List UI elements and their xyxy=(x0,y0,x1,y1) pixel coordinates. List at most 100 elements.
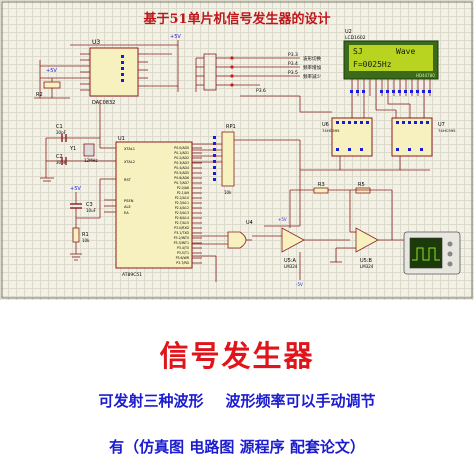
u3-dac0832: U3 DAC0832 xyxy=(80,39,148,106)
c1-ref: C1 xyxy=(56,124,63,130)
rp1-ref: RP1 xyxy=(226,124,236,130)
u3-ref: U3 xyxy=(92,39,100,46)
u2-model: LCD1602 xyxy=(345,35,366,41)
rp1-pullup: RP1 10k xyxy=(213,124,236,195)
u1-pin-label: P0.3/AD3 xyxy=(174,161,189,165)
u1-pin-label: P2.3/A11 xyxy=(175,201,189,205)
sheet-frame xyxy=(1,1,473,299)
u1-pin-label: P2.7/A15 xyxy=(175,221,189,225)
schematic-title: 基于51单片机信号发生器的设计 xyxy=(143,12,331,27)
top-rail: +5V xyxy=(70,34,181,92)
btn-pin-1: P3.3 xyxy=(288,52,298,58)
misc-traces xyxy=(99,95,332,282)
u1-pin-label: P0.1/AD1 xyxy=(174,151,189,155)
c1-value: 30pF xyxy=(56,130,67,135)
u1-pin-label: P3.6/WR xyxy=(176,256,190,260)
r1-ref: R1 xyxy=(82,232,89,238)
r3-ref: R3 xyxy=(318,182,325,188)
u1-pin-label: P3.7/RD xyxy=(176,261,189,265)
u1-pin-label: P3.5/T1 xyxy=(177,251,189,255)
lcd-line1-right: Wave xyxy=(396,47,415,56)
circuit-diagram: U3 DAC0832 +5V xyxy=(1,1,473,299)
button-array: P3.3 P3.4 P3.5 P3.6 波形切换 频率增加 频率减少 xyxy=(195,52,321,94)
u5a-triangle xyxy=(281,227,305,253)
u1-pin-label: P2.0/A8 xyxy=(177,186,189,190)
lcd-line1-left: SJ xyxy=(353,47,363,56)
feature-waveforms: 可发射三种波形 xyxy=(98,392,204,410)
product-title: 信号发生器 xyxy=(159,339,315,373)
u1-pin-label: P2.1/A9 xyxy=(177,191,189,195)
u1-pin-label: P2.5/A13 xyxy=(175,211,189,215)
u1-ref: U1 xyxy=(118,136,125,142)
lcd-u2: U2 LCD1602 SJ Wave F=0025Hz HD44780 xyxy=(343,29,439,96)
feature-line: 可发射三种波形 波形频率可以手动调节 xyxy=(0,390,474,411)
btn-label-2: 频率增加 xyxy=(303,64,321,71)
u1-pin-label: P3.0/RXD xyxy=(174,226,189,230)
vref-section: +5V R2 xyxy=(34,60,80,99)
y1-value: 12MHz xyxy=(84,158,98,163)
u1-pin-ale: ALE xyxy=(124,205,131,209)
c3-ref: C3 xyxy=(86,202,93,208)
u1-pin-label: P0.2/AD2 xyxy=(174,156,189,160)
vee-u5: -5V xyxy=(296,282,303,287)
u5b-model: LM324 xyxy=(360,264,374,269)
u1-pin-label: P3.2/INT0 xyxy=(174,236,189,240)
schematic-canvas: U3 DAC0832 +5V xyxy=(0,0,474,300)
u4-ref: U4 xyxy=(246,220,253,226)
r5-ref: R5 xyxy=(358,182,365,188)
reset-circuit: +5V C3 10uF R1 10k xyxy=(70,179,101,261)
oscillator: C1 30pF C2 30pF Y1 12MHz xyxy=(40,124,101,182)
u7-ref: U7 xyxy=(438,122,445,128)
u5b-ref: U5:B xyxy=(360,258,373,264)
u5a-model: LM324 xyxy=(284,264,298,269)
u1-pin-psen: PSEN xyxy=(124,199,134,203)
u1-pin-label: P2.2/A10 xyxy=(175,196,189,200)
u5a-ref: U5:A xyxy=(284,258,297,264)
oscilloscope-icon xyxy=(403,231,461,275)
btn-pin-2: P3.4 xyxy=(288,61,298,67)
u1-pin-label: P0.4/AD4 xyxy=(174,166,189,170)
u1-right-pin-labels: P0.0/AD0P0.1/AD1P0.2/AD2P0.3/AD3P0.4/AD4… xyxy=(174,146,190,265)
lcd-line2: F=0025Hz xyxy=(353,60,392,69)
u1-pin-xtal2: XTAL2 xyxy=(124,160,135,164)
u1-pin-label: P0.0/AD0 xyxy=(174,146,189,150)
feature-frequency: 波形频率可以手动调节 xyxy=(225,392,376,410)
u5b-triangle xyxy=(355,227,379,253)
u3-model: DAC0832 xyxy=(92,100,115,106)
u1-pin-label: P3.1/TXD xyxy=(174,231,189,235)
u2-ref: U2 xyxy=(345,29,352,35)
u1-pin-rst: RST xyxy=(124,178,132,182)
u7-model: 74HC595 xyxy=(438,128,456,133)
u1-pin-label: P0.5/AD5 xyxy=(174,171,189,175)
r2-ref: R2 xyxy=(36,92,43,98)
btn-label-1: 波形切换 xyxy=(303,55,321,62)
y1-ref: Y1 xyxy=(69,146,76,152)
vref-label: +5V xyxy=(46,68,57,74)
shift-registers: U6 U7 74HC595 74HC595 xyxy=(300,96,456,171)
u1-pin-xtal1: XTAL1 xyxy=(124,147,135,151)
vcc-u5a: +5V xyxy=(278,217,287,222)
u1-pin-label: P0.6/AD6 xyxy=(174,176,189,180)
u1-pin-label: P2.6/A14 xyxy=(175,216,189,220)
u6-model: 74HC595 xyxy=(322,128,340,133)
vcc-reset: +5V xyxy=(70,186,81,192)
btn-pin-4: P3.6 xyxy=(256,88,266,94)
u6-ref: U6 xyxy=(322,122,329,128)
vcc-top: +5V xyxy=(170,34,181,40)
u1-model: AT89C51 xyxy=(122,272,142,278)
output-stage: U4 +5V U5:A LM324 R3 R5 U5:B LM324 xyxy=(192,182,404,287)
c2-ref: C2 xyxy=(56,154,63,160)
btn-label-3: 频率减少 xyxy=(303,73,321,80)
contents-line: 有（仿真图 电路图 源程序 配套论文） xyxy=(109,438,365,456)
rp1-value: 10k xyxy=(224,190,232,195)
u1-at89c51: U1 AT89C51 XTAL1 XTAL2 RST PSEN ALE EA P… xyxy=(100,136,202,278)
u1-pin-label: P0.7/AD7 xyxy=(174,181,189,185)
btn-pin-3: P3.5 xyxy=(288,70,298,76)
u1-pin-label: P3.4/T0 xyxy=(177,246,189,250)
u1-pin-label: P2.4/A12 xyxy=(175,206,189,210)
u1-pin-ea: EA xyxy=(124,211,129,215)
u1-pin-label: P3.3/INT1 xyxy=(174,241,189,245)
c3-value: 10uF xyxy=(86,208,97,213)
lcd-chip-label: HD44780 xyxy=(416,73,435,78)
r1-value: 10k xyxy=(82,238,90,243)
